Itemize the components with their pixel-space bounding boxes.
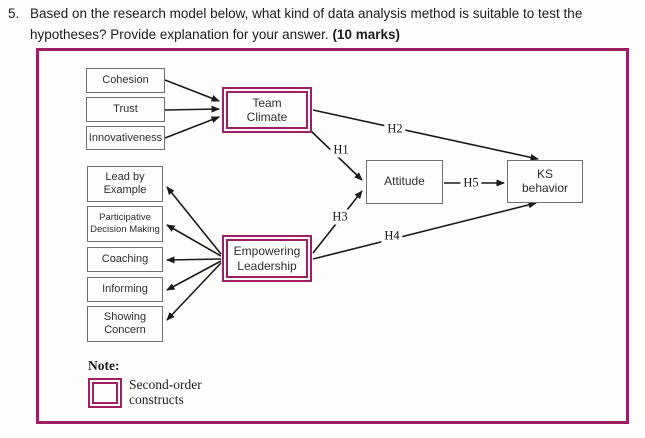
construct-box-team-climate: Team Climate — [222, 87, 312, 133]
indicator-label: Trust — [113, 103, 138, 116]
question-text-line1: Based on the research model below, what … — [30, 6, 583, 21]
indicator-label: Showing Concern — [103, 311, 147, 336]
construct-label: KS behavior — [521, 166, 569, 195]
construct-box-empowering-leadership: Empowering Leadership — [222, 235, 312, 282]
indicator-label: Informing — [102, 283, 148, 296]
research-model-frame — [36, 48, 629, 424]
question-text-line2-regular: hypotheses? Provide explanation for your… — [30, 27, 333, 42]
indicator-box-innovativeness: Innovativeness — [86, 126, 165, 150]
indicator-box-lead-by-example: Lead by Example — [87, 166, 163, 202]
question-marks: (10 marks) — [332, 27, 400, 42]
indicator-box-trust: Trust — [86, 97, 165, 122]
hypothesis-label-h5: H5 — [460, 175, 482, 191]
note-title: Note: — [88, 358, 120, 373]
indicator-label: Cohesion — [102, 74, 149, 87]
question-text-line2: hypotheses? Provide explanation for your… — [30, 27, 400, 42]
indicator-label: Lead by Example — [103, 171, 147, 196]
indicator-box-cohesion: Cohesion — [86, 68, 165, 93]
hypothesis-label-h2: H2 — [384, 121, 406, 137]
hypothesis-label-h4: H4 — [381, 228, 403, 244]
construct-box-ks-behavior: KS behavior — [507, 160, 583, 203]
hypothesis-label-h1: H1 — [330, 142, 352, 158]
construct-label: Team Climate — [246, 95, 288, 124]
question-number: 5. — [8, 6, 20, 21]
second-order-legend-swatch — [88, 378, 122, 408]
indicator-label: Coaching — [101, 253, 149, 266]
construct-box-attitude: Attitude — [366, 160, 443, 204]
hypothesis-label-h3: H3 — [329, 209, 351, 225]
indicator-box-showing-concern: Showing Concern — [87, 306, 163, 342]
indicator-box-participative-decision-making: Participative Decision Making — [87, 206, 163, 242]
second-order-legend-label: Second-order constructs — [129, 377, 202, 407]
construct-label: Empowering Leadership — [233, 244, 301, 273]
indicator-box-informing: Informing — [87, 277, 163, 302]
indicator-label: Participative Decision Making — [90, 212, 160, 235]
indicator-label: Innovativeness — [88, 131, 163, 144]
construct-label: Attitude — [384, 174, 425, 189]
indicator-box-coaching: Coaching — [87, 247, 163, 272]
